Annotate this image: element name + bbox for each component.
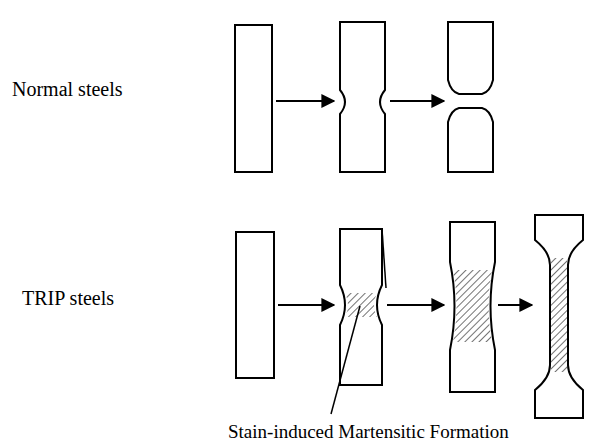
martensite-hatch: [345, 293, 377, 317]
process-arrow: [390, 100, 444, 102]
process-arrow: [387, 304, 444, 306]
text-label: Stain-induced Martensitic Formation: [228, 421, 509, 443]
elongated-specimen: [535, 215, 583, 418]
martensite-hatch: [453, 270, 492, 342]
necked-specimen: [340, 229, 382, 385]
text-label: Normal steels: [12, 78, 123, 101]
necked-specimen: [450, 222, 495, 392]
fractured-piece: [448, 22, 493, 94]
process-arrow: [498, 304, 532, 306]
specimen-bar: [235, 25, 272, 172]
process-arrow: [278, 304, 334, 306]
fractured-piece: [448, 108, 493, 172]
specimen-bar: [236, 232, 274, 378]
text-label: TRIP steels: [22, 287, 114, 310]
edge-line: [382, 229, 386, 288]
martensite-hatch: [551, 258, 567, 372]
process-arrow: [276, 100, 334, 102]
necked-specimen: [340, 22, 385, 172]
leader-line: [331, 306, 360, 414]
